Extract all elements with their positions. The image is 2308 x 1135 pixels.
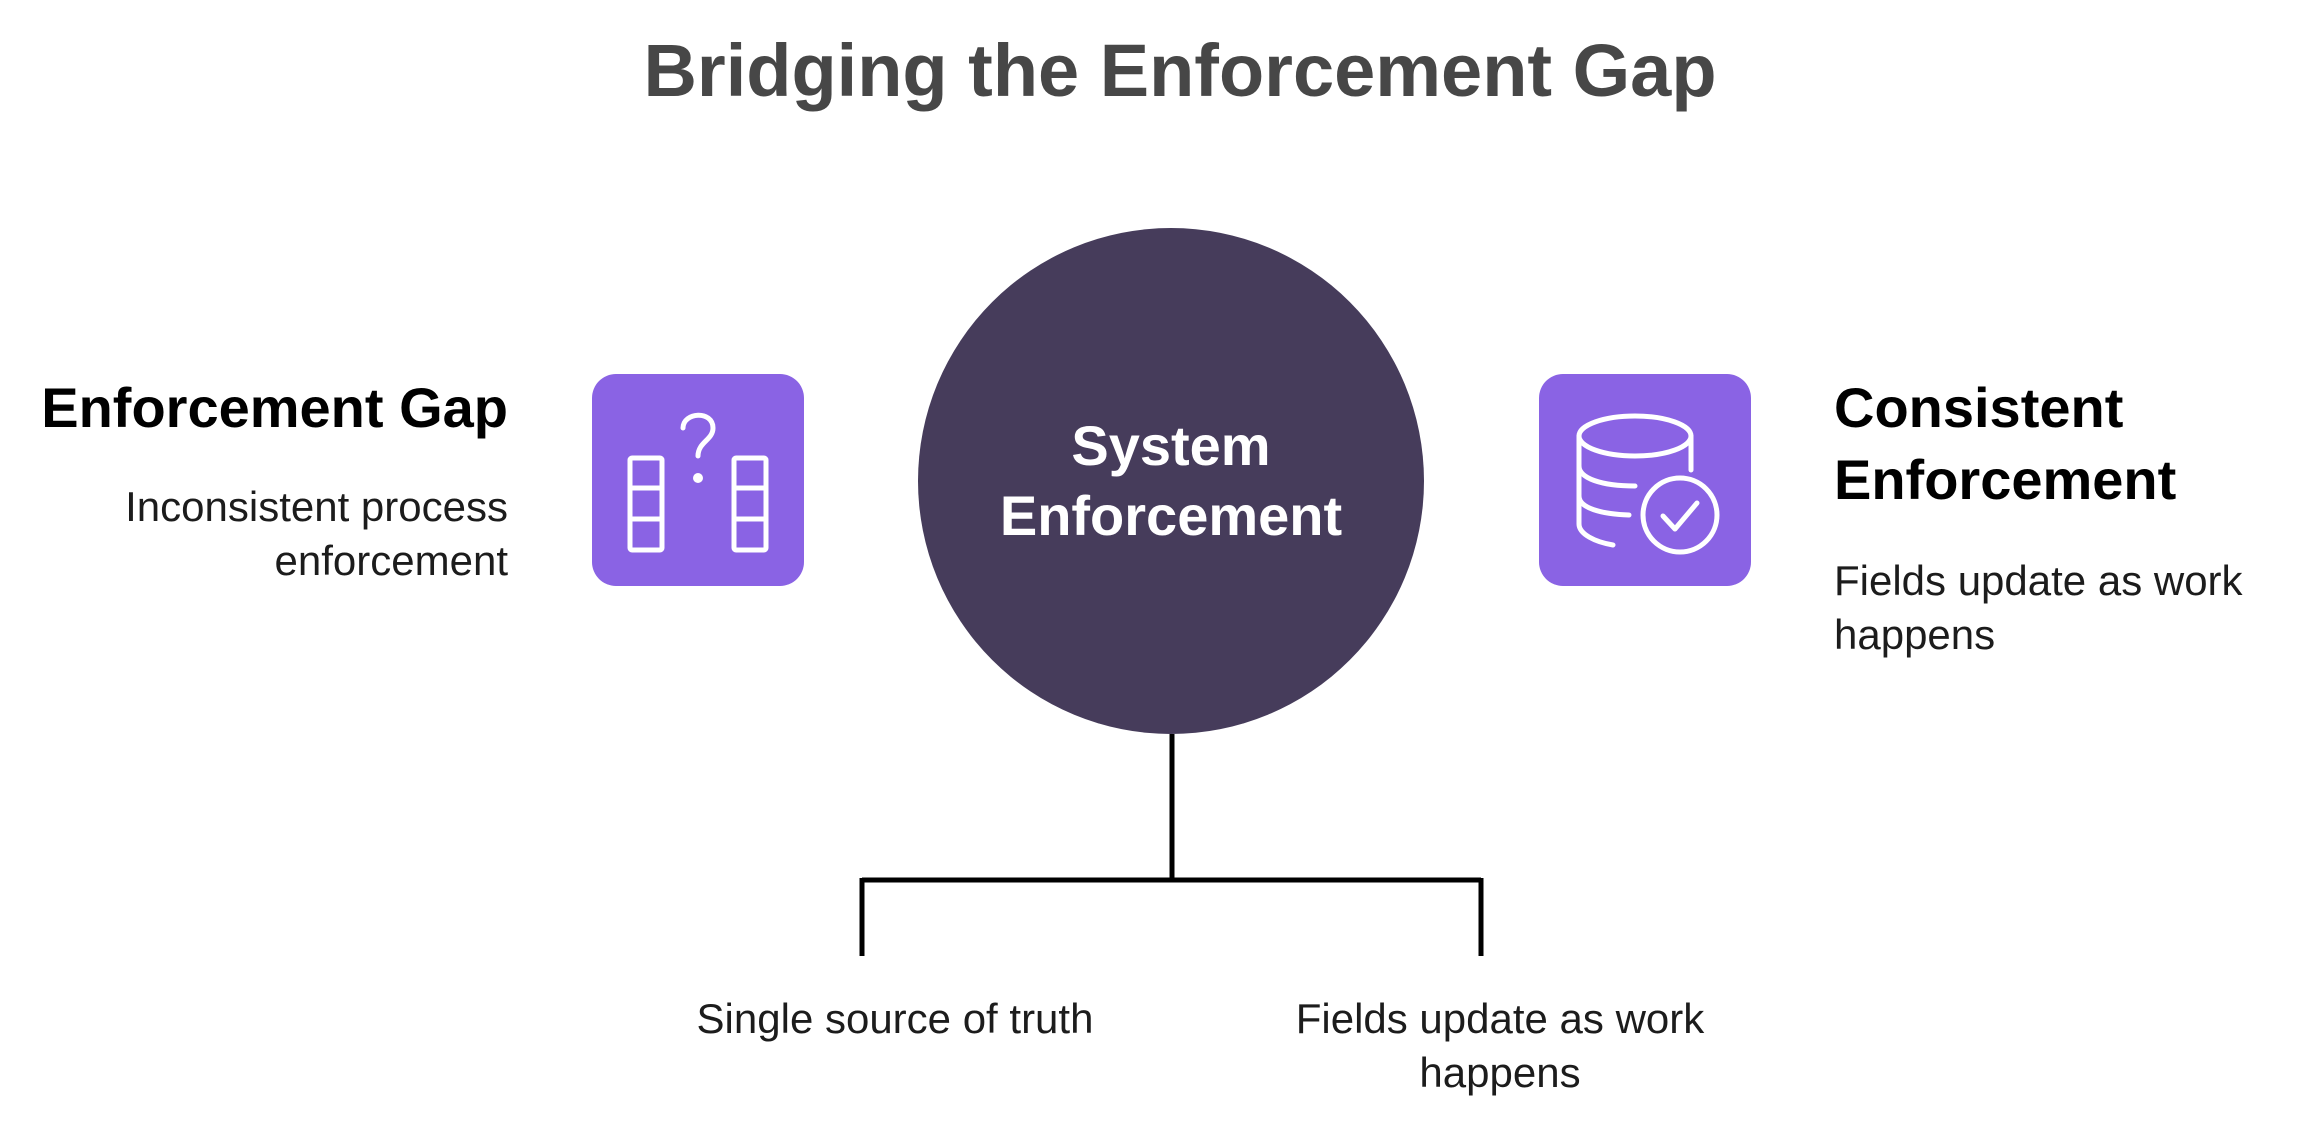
system-enforcement-label: System Enforcement: [999, 414, 1343, 547]
enforcement-gap-description: Inconsistent process enforcement: [125, 483, 508, 584]
columns-question-icon-box: [592, 374, 804, 586]
consistent-enforcement-title: Consistent Enforcement: [1834, 376, 2177, 511]
branch-label-single-source: Single source of truth: [696, 995, 1094, 1042]
branch-label-fields-update: Fields update as work happens: [1295, 995, 1705, 1096]
enforcement-gap-title: Enforcement Gap: [41, 376, 508, 439]
columns-question-icon: [627, 412, 769, 553]
consistent-enforcement-description: Fields update as work happens: [1834, 557, 2243, 658]
system-enforcement-circle: System Enforcement: [918, 228, 1424, 734]
page-title: Bridging the Enforcement Gap: [643, 29, 1717, 112]
database-check-icon-box: [1539, 374, 1751, 586]
database-check-icon: [1576, 413, 1720, 555]
